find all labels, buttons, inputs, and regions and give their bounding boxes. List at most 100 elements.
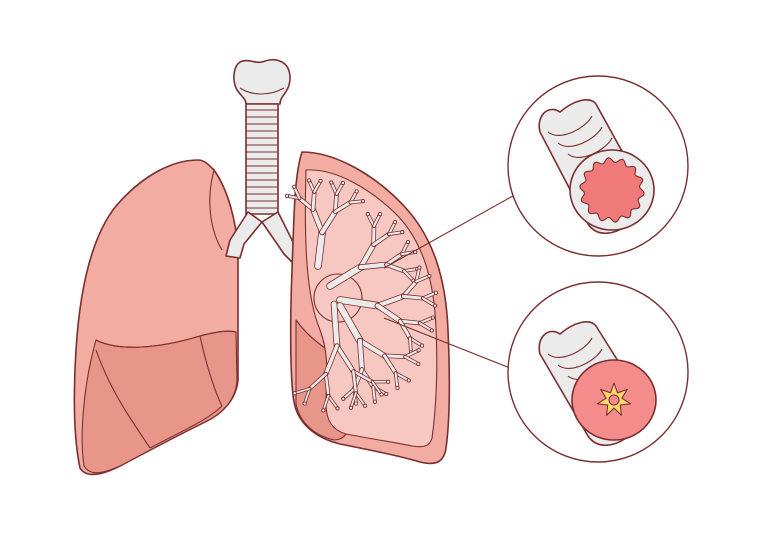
alveolus — [406, 378, 411, 383]
bronchus-branch-fill — [385, 252, 404, 267]
alveolus — [354, 189, 359, 194]
bronchus-branch-fill — [358, 242, 376, 270]
alveolus — [348, 405, 353, 410]
alveolus — [384, 392, 389, 397]
bronchus-branch-fill — [372, 232, 391, 247]
alveolus — [405, 240, 410, 245]
alveolus — [340, 181, 345, 186]
airway-ring — [557, 126, 603, 147]
bronchus-branch-fill — [394, 372, 410, 382]
alveolus — [416, 348, 421, 353]
bronchus-branch-fill — [352, 370, 374, 384]
bronchus-branch-fill — [311, 190, 316, 211]
bronchus-branch-fill — [415, 266, 421, 283]
bronchus-branch-fill — [310, 207, 325, 235]
bronchus-branch-fill — [342, 387, 356, 400]
bronchus-branch-fill — [387, 231, 404, 236]
bronchus-branch-fill — [357, 338, 387, 358]
bronchus-branch-fill — [375, 294, 406, 308]
bronchus-branch-fill — [421, 297, 436, 307]
bronchus-branch-fill — [415, 274, 431, 283]
bronchus-branch-fill — [357, 338, 365, 372]
alveolus — [395, 386, 400, 391]
bronchus-branch-fill — [372, 385, 376, 403]
alveolus — [307, 178, 312, 183]
bronchus-branch-fill — [324, 344, 339, 376]
alveolus — [292, 184, 297, 189]
alveolus — [321, 408, 326, 413]
alveolus — [430, 315, 435, 320]
alveolus — [393, 220, 398, 225]
bronchus-branch-fill — [327, 394, 339, 410]
bronchus-branch-fill — [404, 349, 420, 358]
bronchus-branch-fill — [337, 297, 381, 309]
bronchus-branch-fill — [418, 316, 434, 325]
bronchus-branch-fill — [404, 355, 420, 365]
airway-ring — [547, 115, 593, 136]
bronchus-branch-fill — [322, 394, 330, 412]
right-lung — [285, 151, 451, 465]
alveolus — [365, 212, 370, 217]
airway-ring — [557, 348, 603, 369]
bronchus-branch-fill — [315, 229, 326, 269]
alveolus — [400, 230, 405, 235]
callout-normal-airway — [507, 75, 689, 257]
bronchus-branch-fill — [371, 380, 383, 396]
bronchus-branch-fill — [382, 354, 398, 375]
leader-line-narrowed — [383, 317, 521, 373]
bronchus-branch-fill — [308, 372, 328, 390]
alveolus — [429, 328, 434, 333]
bronchus-branch-fill — [352, 370, 358, 395]
left-lung — [73, 159, 239, 476]
bronchus-branch-fill — [394, 372, 399, 390]
alveolus — [416, 361, 421, 366]
bronchus-branch-fill — [385, 263, 406, 273]
bronchus-branch-fill — [293, 387, 311, 395]
alveolus — [302, 401, 307, 406]
alveolus — [432, 303, 437, 308]
alveolus — [354, 401, 359, 406]
alveolus — [318, 178, 323, 183]
bronchus-branch-fill — [327, 264, 364, 289]
bronchus-branch-fill — [313, 179, 322, 193]
alveolus — [427, 273, 432, 278]
bronchus-branch-fill — [333, 200, 352, 214]
bronchus-branch-fill — [408, 337, 424, 347]
bronchus-branch-fill — [293, 185, 301, 200]
normal-airway-cross-section-icon — [538, 99, 655, 235]
alveolus — [329, 180, 334, 185]
bronchus-branch-fill — [335, 182, 344, 196]
bronchus-branch-fill — [303, 387, 311, 405]
bronchus-branch-fill — [319, 209, 338, 235]
alveolus — [379, 392, 384, 397]
airway-ring — [547, 337, 593, 358]
bronchus-branch-fill — [401, 294, 425, 300]
bronchus-branch-fill — [408, 337, 412, 354]
bronchus-branch-fill — [398, 319, 412, 340]
alveolus — [378, 212, 383, 217]
alveolus — [363, 403, 368, 408]
alveolus — [285, 193, 290, 198]
bronchus-branch-fill — [297, 196, 315, 211]
callout-narrowed-airway — [507, 281, 689, 463]
bronchus-branch-fill — [398, 319, 422, 325]
alveolus — [420, 343, 425, 348]
bronchus-branch-fill — [401, 280, 418, 298]
alveolus — [360, 199, 365, 204]
alveolus — [417, 265, 422, 270]
bronchus-branch-fill — [372, 213, 382, 228]
bronchus-branch-fill — [349, 200, 365, 204]
alveolus — [341, 396, 346, 401]
bronchus-branch-fill — [402, 269, 415, 282]
bronchus-branch-fill — [324, 372, 330, 397]
bronchus-branch-fill — [333, 192, 339, 214]
bronchus-branch-fill — [331, 301, 340, 349]
alveolus — [386, 379, 391, 384]
bronchus-branch-fill — [382, 354, 407, 359]
alveolus — [335, 406, 340, 411]
bronchus-branch-fill — [335, 344, 356, 374]
left-lung-lobe-shade — [81, 330, 238, 474]
narrowed-airway-cross-section-icon — [538, 321, 657, 447]
